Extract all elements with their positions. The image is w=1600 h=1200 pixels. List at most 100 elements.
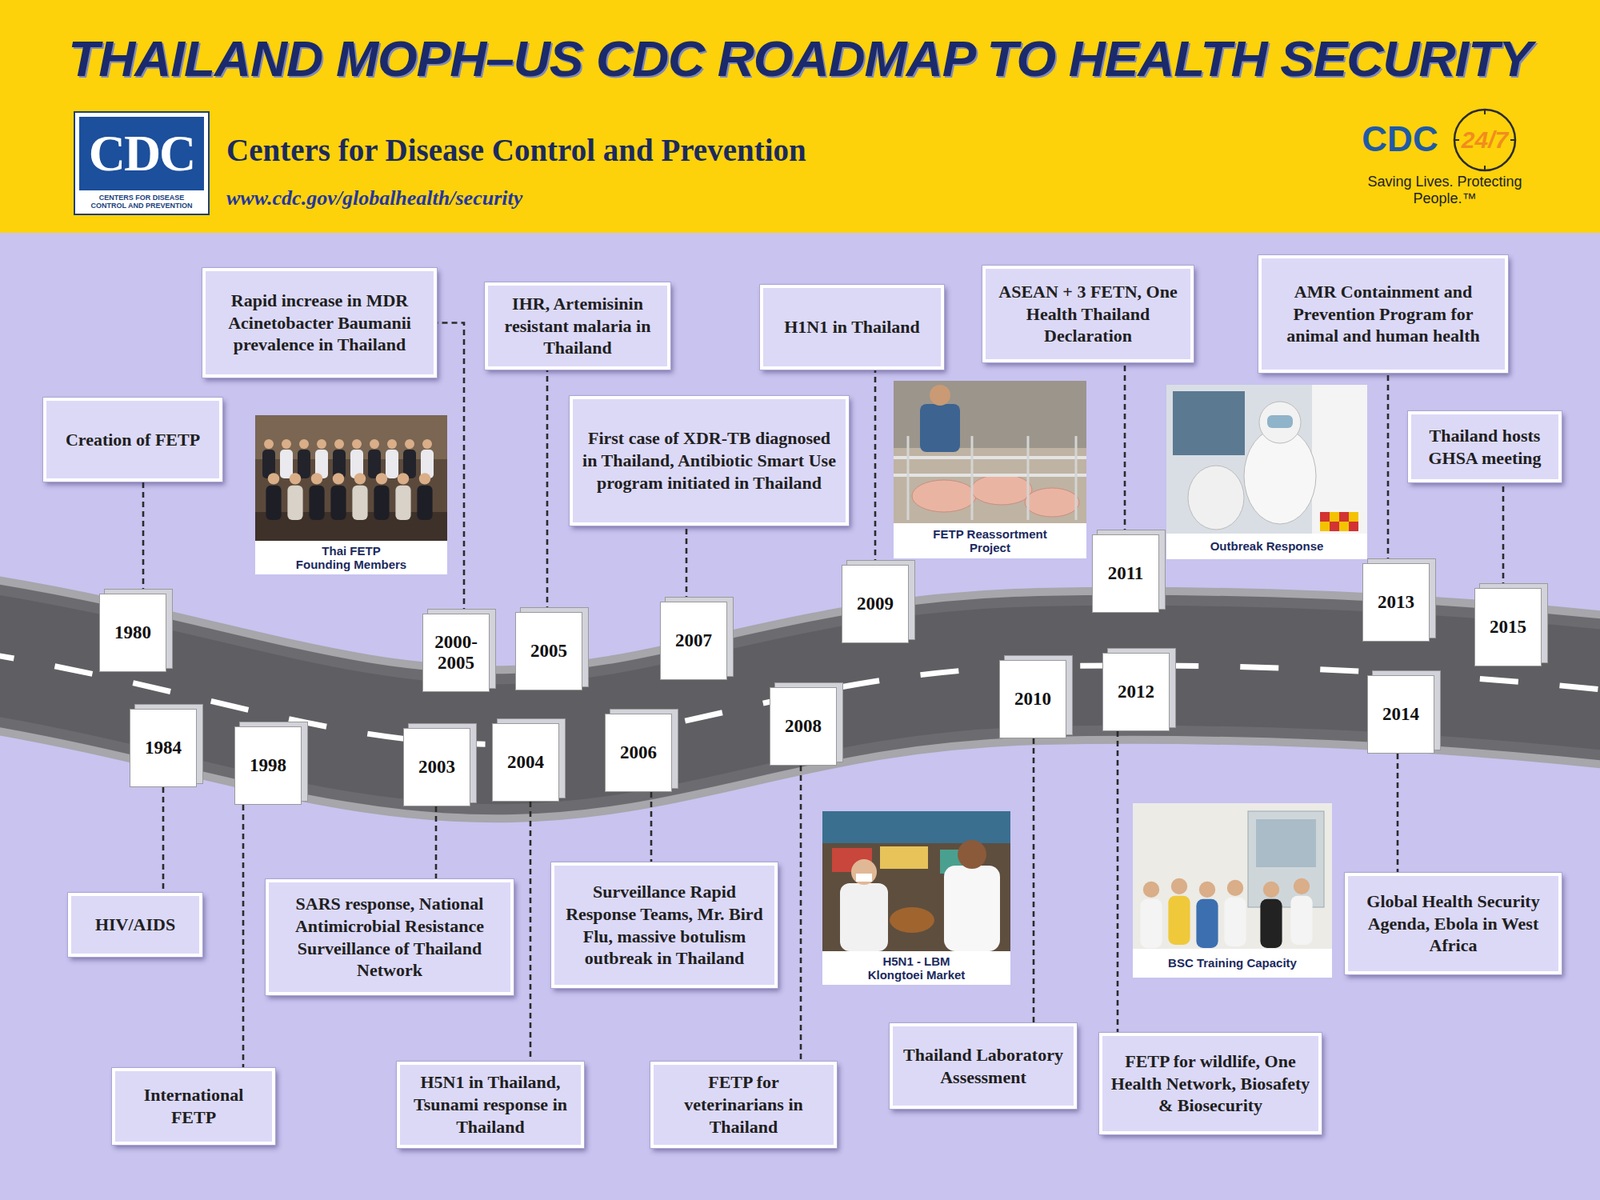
logo-subtext: CENTERS FOR DISEASE CONTROL AND PREVENTI… [81,193,202,210]
agency-name: Centers for Disease Control and Preventi… [226,133,807,168]
year-marker: 2005 [515,612,583,691]
label-slot: CDC [1360,118,1440,160]
event-text: Global Health Security Agenda, Ebola in … [1356,890,1551,958]
event-text: Rapid increase in MDR Acinetobacter Baum… [213,289,426,357]
event-text: SARS response, National Antimicrobial Re… [276,892,503,983]
year-marker: 2010 [999,660,1067,739]
event-box: Thailand hosts GHSA meeting [1408,411,1562,483]
dashed-connector [1396,753,1400,873]
event-box: Surveillance Rapid Response Teams, Mr. B… [551,862,778,988]
year-marker: 2011 [1092,534,1160,613]
event-text: FETP for veterinarians in Thailand [661,1071,826,1139]
event-box: IHR, Artemisinin resistant malaria in Th… [484,282,671,370]
event-box: Global Health Security Agenda, Ebola in … [1344,872,1562,975]
photo-reassortment [893,380,1087,559]
label-slot: CDC [79,116,204,191]
event-box: H1N1 in Thailand [760,284,944,370]
dashed-connector [1032,738,1036,1024]
label-slot: Saving Lives. Protecting People.™ [1366,169,1524,212]
photo-caption: Outbreak Response [1210,539,1324,553]
year-marker: 2013 [1362,563,1430,642]
year-text: 2005 [530,640,568,662]
event-box: HIV/AIDS [68,892,203,957]
event-text: International FETP [123,1084,264,1129]
event-box: Thailand Laboratory Assessment [889,1023,1077,1109]
year-marker: 2007 [660,601,728,680]
header-band [0,0,1600,233]
year-text: 2012 [1117,681,1155,703]
year-marker: 2003 [403,728,471,807]
year-text: 2014 [1382,704,1420,725]
tagline: Saving Lives. Protecting People.™ [1366,173,1524,207]
dashed-connector [1502,482,1505,588]
clock-ticks [1454,109,1516,171]
year-marker: 1984 [129,708,197,788]
photo-outbreak-response [1166,384,1368,560]
event-text: H5N1 in Thailand, Tsunami response in Th… [408,1071,573,1139]
year-text: 2007 [675,630,712,652]
year-marker: 2004 [492,723,560,802]
logo-letters: CDC [1361,121,1438,157]
label-slot: FETP Reassortment Project [893,523,1087,559]
web-address: www.cdc.gov/globalhealth/security [226,187,523,211]
dashed-connector [800,765,803,1062]
year-text: 1998 [249,755,287,776]
event-box: ASEAN + 3 FETN, One Health Thailand Decl… [982,265,1194,363]
year-marker: 2006 [604,713,672,792]
logo-field [79,116,204,191]
event-text: Creation of FETP [65,428,200,452]
year-text: 2013 [1377,592,1415,613]
year-marker: 2015 [1474,588,1542,667]
dashed-connector [1116,731,1120,1033]
event-text: FETP for wildlife, One Health Network, B… [1110,1050,1311,1118]
event-box: SARS response, National Antimicrobial Re… [265,879,514,996]
year-text: 1984 [144,737,182,759]
event-box: Rapid increase in MDR Acinetobacter Baum… [202,268,437,378]
event-box: Creation of FETP [43,397,223,482]
logo-letters: CDC [88,128,196,180]
label-slot: Thai FETP Founding Members [255,540,448,575]
label-slot: BSC Training Capacity [1132,948,1332,978]
year-text: 1980 [114,622,152,644]
photo-caption: BSC Training Capacity [1168,956,1297,970]
year-text: 2006 [620,742,657,764]
year-text: 2015 [1489,616,1527,638]
label-slot: 24/7 [1452,120,1517,160]
clock-ring [1454,109,1516,171]
event-box: International FETP [112,1068,276,1145]
event-text: HIV/AIDS [95,913,176,936]
year-text: 2011 [1108,563,1144,584]
photo-bsc-training [1132,803,1332,978]
event-text: Thailand hosts GHSA meeting [1419,424,1551,470]
event-box: FETP for wildlife, One Health Network, B… [1099,1032,1322,1135]
dashed-connector [436,323,464,615]
event-text: H1N1 in Thailand [784,316,920,339]
diagram-title: THAILAND MOPH–US CDC ROADMAP TO HEALTH S… [68,30,1532,87]
event-box: FETP for veterinarians in Thailand [650,1061,837,1148]
event-text: Surveillance Rapid Response Teams, Mr. B… [562,880,767,971]
label-slot: CENTERS FOR DISEASE CONTROL AND PREVENTI… [79,190,204,213]
year-marker: 2008 [769,687,837,766]
title-slot: THAILAND MOPH–US CDC ROADMAP TO HEALTH S… [68,30,1532,87]
event-text: First case of XDR-TB diagnosed in Thaila… [580,427,838,495]
year-text: 2004 [507,752,544,773]
year-text: 2000- 2005 [426,632,486,675]
year-marker: 2014 [1367,675,1435,754]
dashed-connector [546,369,549,612]
year-text: 2003 [418,756,456,778]
event-text: ASEAN + 3 FETN, One Health Thailand Decl… [993,280,1183,348]
event-box: AMR Containment and Prevention Program f… [1258,255,1508,373]
photo-caption: FETP Reassortment Project [929,527,1052,556]
label-slot: H5N1 - LBM Klongtoei Market [822,951,1011,985]
year-text: 2009 [856,593,894,615]
photo-market [822,811,1011,985]
photo-caption: Thai FETP Founding Members [294,544,409,572]
photo-founding-members [255,415,448,575]
photo-caption: H5N1 - LBM Klongtoei Market [856,954,978,983]
dashed-connector [435,806,438,880]
dashed-connector [874,369,877,565]
label-slot: Outbreak Response [1166,533,1368,560]
